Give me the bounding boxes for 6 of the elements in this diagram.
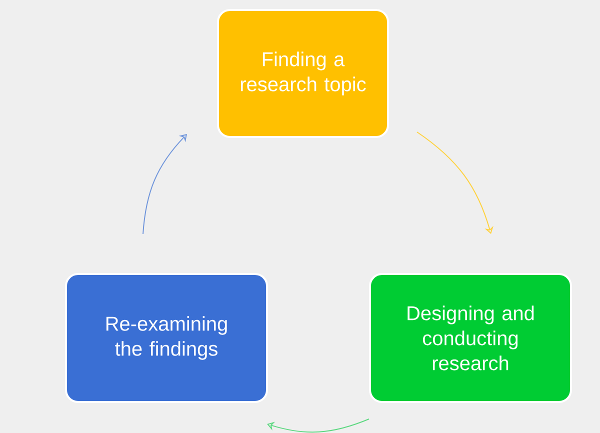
arrow: [142, 134, 187, 234]
process-box: Re-examining the findings: [65, 273, 268, 403]
process-box: Designing and conducting research: [369, 273, 572, 403]
arrow: [416, 132, 494, 234]
process-box: Finding a research topic: [217, 9, 389, 138]
arrow: [267, 418, 370, 433]
